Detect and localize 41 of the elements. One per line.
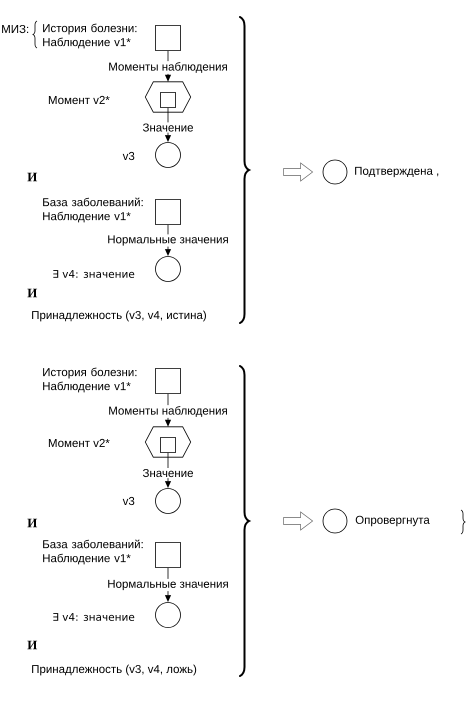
node-label: История болезни: Наблюдение v1* xyxy=(43,368,136,392)
hollow-arrow xyxy=(283,162,314,182)
conjunction-label: И xyxy=(27,640,38,650)
square xyxy=(155,25,181,51)
hexagon xyxy=(144,426,192,458)
hexagon xyxy=(144,81,192,113)
circle xyxy=(155,142,181,168)
circle xyxy=(322,160,348,184)
edge-label: Нормальные значения xyxy=(106,234,230,247)
conjunction-label: И xyxy=(27,288,38,298)
edge-label: Значение xyxy=(142,468,194,478)
square xyxy=(155,368,181,394)
node-label: v3 xyxy=(122,152,134,160)
inner-square xyxy=(160,437,176,453)
circle xyxy=(155,602,181,628)
inner-square xyxy=(160,92,176,108)
node-label: v3 xyxy=(122,496,134,506)
node-label: База заболеваний: Наблюдение v1* xyxy=(43,198,143,222)
node-label: Момент v2* xyxy=(48,96,110,104)
node-label: Опровергнута xyxy=(356,516,430,526)
edge-label: Значение xyxy=(142,122,194,133)
edge-label: Моменты наблюдения xyxy=(107,61,229,74)
circle xyxy=(155,256,181,282)
predicate-label: Принадлежность (v3, v4, истина) xyxy=(32,310,206,322)
predicate-label: Принадлежность (v3, v4, ложь) xyxy=(32,664,196,676)
node-label: Момент v2* xyxy=(48,438,110,448)
conjunction-label: И xyxy=(27,172,38,182)
square xyxy=(155,542,181,568)
square xyxy=(155,199,181,225)
node-label: ∃ v4: значение xyxy=(53,613,134,621)
node-label: Подтверждена , xyxy=(355,166,438,178)
circle xyxy=(155,488,181,514)
edge-label: Нормальные значения xyxy=(106,578,230,592)
prefix-label: МИЗ: xyxy=(2,24,28,34)
circle xyxy=(322,508,348,534)
edge-label: Моменты наблюдения xyxy=(107,405,229,418)
node-label: База заболеваний: Наблюдение v1* xyxy=(43,540,143,564)
hollow-arrow xyxy=(283,511,314,531)
conjunction-label: И xyxy=(27,518,38,528)
node-label: ∃ v4: значение xyxy=(53,270,134,278)
node-label: История болезни: Наблюдение v1* xyxy=(43,24,136,48)
